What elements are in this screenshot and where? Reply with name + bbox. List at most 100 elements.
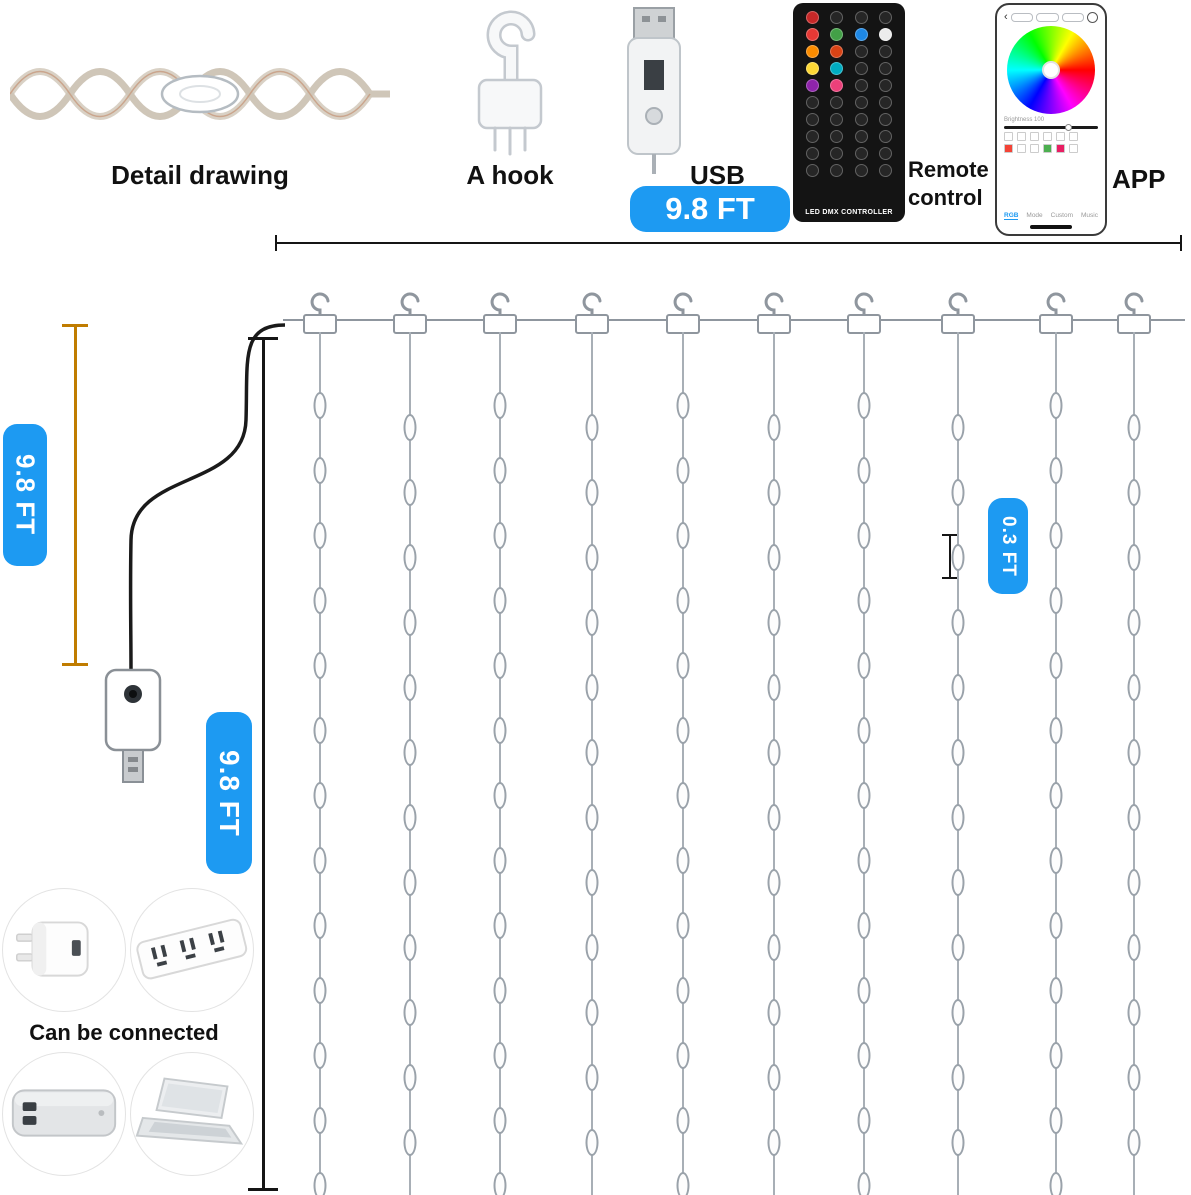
remote-button — [830, 130, 844, 143]
led-bead — [951, 414, 965, 441]
led-bead — [676, 1172, 690, 1195]
led-bead — [313, 782, 327, 809]
string-wire — [409, 332, 411, 1195]
remote-button — [854, 130, 868, 143]
led-bead — [857, 977, 871, 1004]
hook-label: A hook — [466, 160, 554, 190]
cord-height-tick-top — [62, 324, 88, 327]
remote-button — [805, 62, 819, 75]
led-bead — [767, 934, 781, 961]
led-bead — [676, 1042, 690, 1069]
led-bead — [403, 804, 417, 831]
remote-button — [830, 11, 844, 24]
led-bead — [676, 717, 690, 744]
remote-button — [879, 96, 893, 109]
remote-button — [854, 11, 868, 24]
string-wire — [591, 332, 593, 1195]
width-measure-tick-right — [1180, 235, 1182, 251]
curtain-height-tick-bottom — [248, 1188, 278, 1191]
remote-button — [854, 28, 868, 41]
led-bead — [403, 999, 417, 1026]
light-string — [756, 290, 792, 1195]
color-preset-swatch — [1004, 144, 1013, 153]
led-bead — [585, 544, 599, 571]
led-bead — [585, 804, 599, 831]
remote-button — [830, 28, 844, 41]
led-bead — [676, 392, 690, 419]
led-bead — [313, 587, 327, 614]
app-tab: RGB — [1004, 212, 1019, 220]
led-bead — [676, 847, 690, 874]
led-bead — [1127, 1129, 1141, 1156]
remote-button — [854, 164, 868, 177]
remote-button — [830, 164, 844, 177]
led-bead — [403, 869, 417, 896]
led-bead — [857, 522, 871, 549]
led-bead — [767, 674, 781, 701]
detail-drawing-label: Detail drawing — [111, 160, 289, 190]
remote-button — [805, 164, 819, 177]
led-bead — [1127, 869, 1141, 896]
color-preset-swatch — [1056, 144, 1065, 153]
laptop-image — [130, 1052, 254, 1176]
led-bead — [951, 999, 965, 1026]
spacing-measure-line — [949, 536, 951, 578]
remote-button — [805, 130, 819, 143]
led-bead — [493, 522, 507, 549]
curtain-top-wire — [283, 319, 1185, 321]
led-bead — [493, 1107, 507, 1134]
light-string — [846, 290, 882, 1195]
led-bead — [951, 609, 965, 636]
brightness-label: Brightness 100 — [1004, 117, 1045, 123]
led-bead — [403, 414, 417, 441]
app-label: APP — [1112, 164, 1166, 194]
string-wire — [863, 332, 865, 1195]
app-tab: Mode — [1026, 212, 1043, 219]
led-bead — [857, 652, 871, 679]
remote-button — [879, 147, 893, 160]
led-bead — [585, 479, 599, 506]
wall-adapter-drawing — [16, 921, 89, 977]
led-bead — [313, 457, 327, 484]
led-bead — [493, 1042, 507, 1069]
curtain-height-measure-line — [262, 338, 265, 1190]
app-presets-2 — [1004, 144, 1098, 153]
color-wheel-center — [1042, 61, 1060, 79]
led-bead — [951, 804, 965, 831]
light-string — [1116, 290, 1152, 1195]
led-bead — [951, 934, 965, 961]
width-measure-tick-left — [275, 235, 277, 251]
led-bead — [676, 912, 690, 939]
cord-height-badge: 9.8 FT — [3, 424, 47, 566]
led-bead — [951, 674, 965, 701]
clip — [1039, 314, 1073, 334]
remote-button — [879, 62, 893, 75]
remote-button — [879, 113, 893, 126]
curtain-height-badge: 9.8 FT — [206, 712, 252, 874]
led-bead — [857, 1172, 871, 1195]
led-bead — [493, 457, 507, 484]
led-bead — [493, 587, 507, 614]
led-bead — [403, 479, 417, 506]
led-bead — [1127, 804, 1141, 831]
remote-button — [830, 113, 844, 126]
led-bead — [313, 977, 327, 1004]
light-string — [392, 290, 428, 1195]
remote-button — [830, 62, 844, 75]
led-bead — [313, 912, 327, 939]
led-bead — [767, 1129, 781, 1156]
led-bead — [1127, 999, 1141, 1026]
led-bead — [1127, 1064, 1141, 1091]
led-bead — [1127, 544, 1141, 571]
led-bead — [493, 782, 507, 809]
remote-button — [879, 164, 893, 177]
led-bead — [585, 999, 599, 1026]
led-bead — [493, 652, 507, 679]
led-bead — [951, 1129, 965, 1156]
color-preset-swatch — [1056, 132, 1065, 141]
led-bead — [1049, 457, 1063, 484]
led-bead — [857, 1107, 871, 1134]
led-bead — [857, 717, 871, 744]
clip — [483, 314, 517, 334]
